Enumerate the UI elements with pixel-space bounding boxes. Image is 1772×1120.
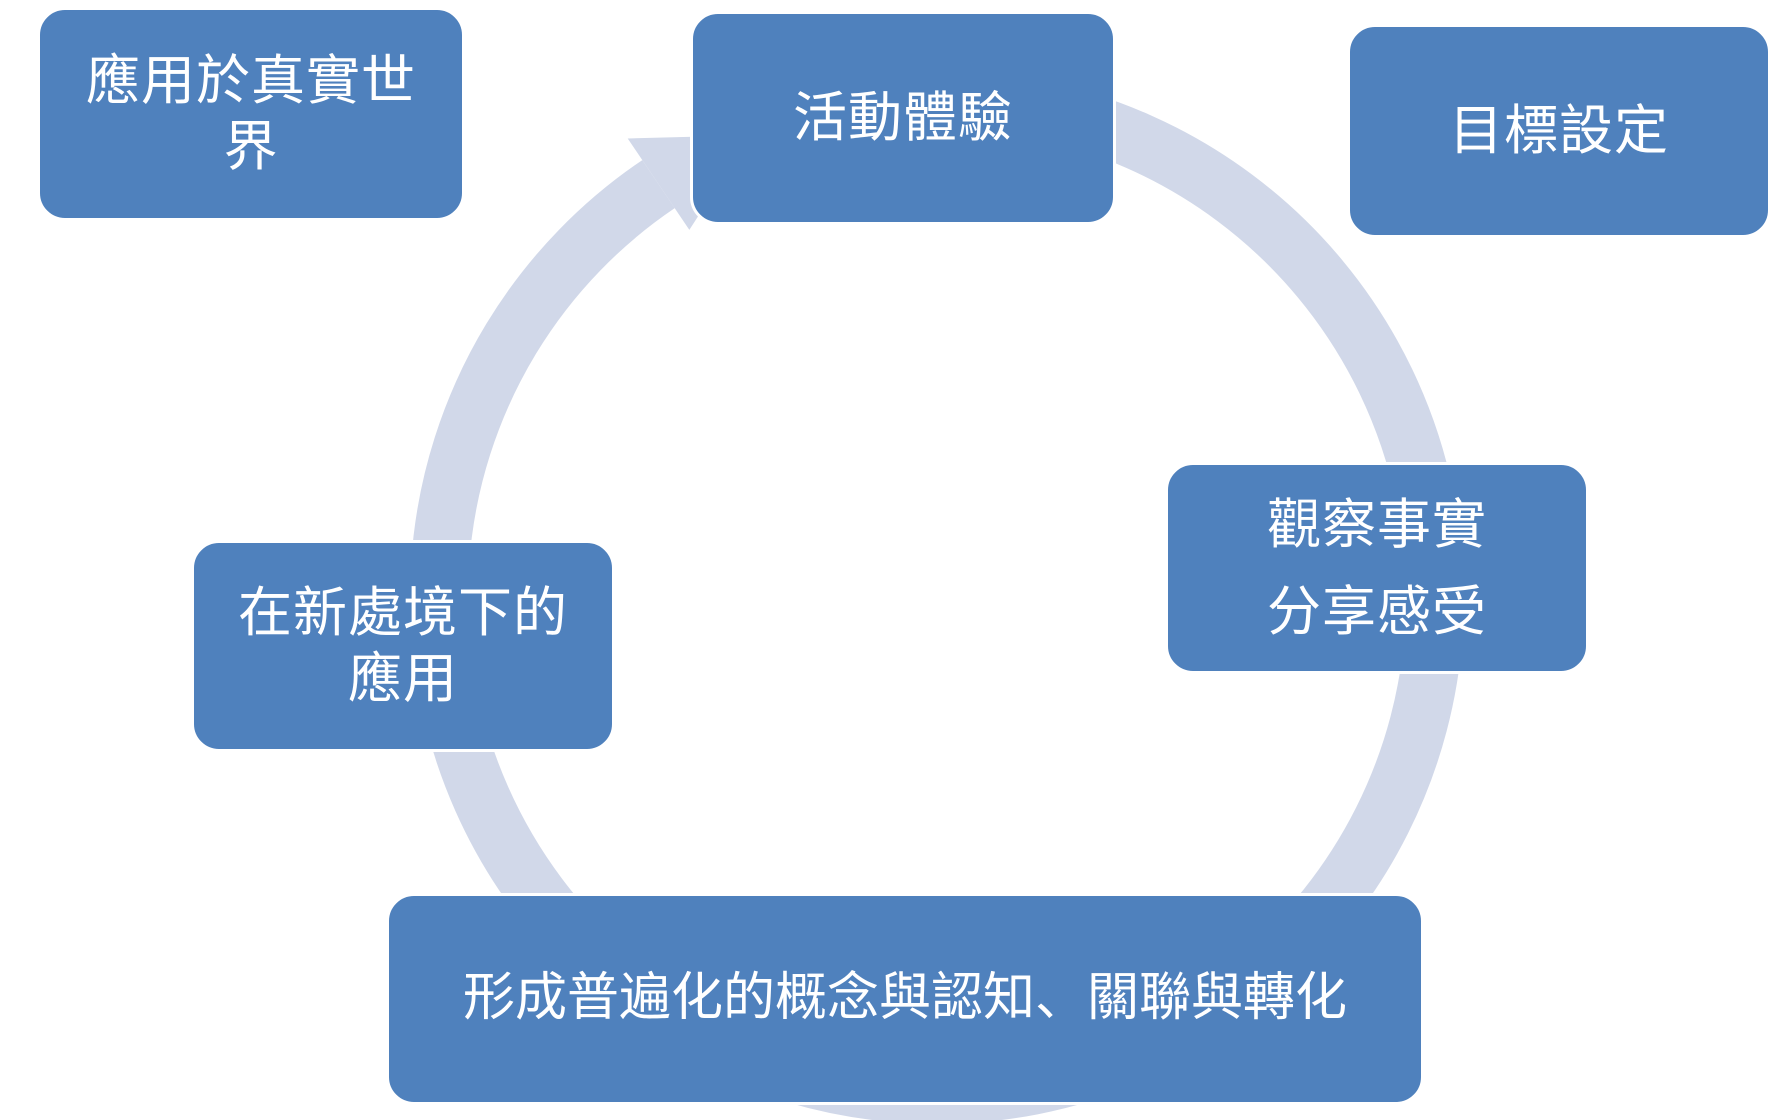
box-observe-share: 觀察事實 分享感受 [1165, 462, 1589, 674]
box-apply-real-world-line-1: 應用於真實世 [86, 49, 416, 113]
box-apply-real-world-line-2: 界 [223, 115, 279, 178]
box-observe-share-line-2: 分享感受 [1267, 580, 1487, 643]
box-goal-setting: 目標設定 [1347, 24, 1771, 238]
box-new-situation-line-2: 應用 [348, 647, 458, 710]
box-apply-real-world: 應用於真實世 界 [37, 7, 465, 221]
box-observe-share-line-1: 觀察事實 [1267, 492, 1487, 556]
box-new-situation-application: 在新處境下的 應用 [191, 540, 615, 752]
box-generalize-line-1: 形成普遍化的概念與認知、關聯與轉化 [462, 968, 1347, 1029]
box-activity-experience: 活動體驗 [690, 11, 1116, 225]
box-activity-experience-line-1: 活動體驗 [793, 86, 1013, 150]
box-generalize-concepts: 形成普遍化的概念與認知、關聯與轉化 [386, 893, 1424, 1105]
box-new-situation-line-1: 在新處境下的 [238, 581, 568, 645]
box-goal-setting-line-1: 目標設定 [1449, 99, 1669, 163]
